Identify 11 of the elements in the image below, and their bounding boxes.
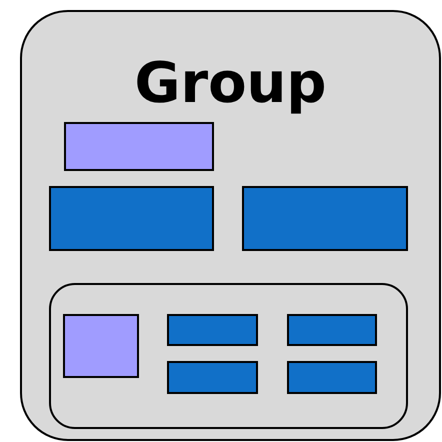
- content-block: [242, 186, 408, 250]
- content-block: [48, 186, 214, 250]
- group-title: Group: [133, 52, 328, 116]
- content-block: [287, 361, 377, 394]
- content-block: [167, 361, 258, 394]
- content-block: [64, 122, 214, 170]
- content-block: [167, 314, 258, 346]
- inner-panel: [48, 282, 408, 428]
- content-block: [63, 314, 139, 378]
- group-panel: [20, 10, 441, 441]
- content-block: [287, 314, 377, 346]
